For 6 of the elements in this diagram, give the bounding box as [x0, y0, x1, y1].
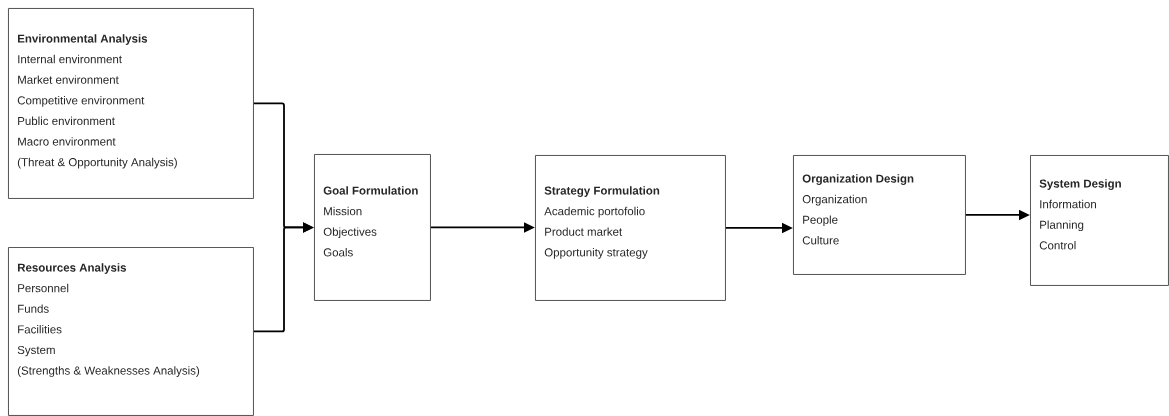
process-box: Goal Formulation Mission Objectives Goals	[314, 154, 431, 301]
process-box: Organization Design Organization People Culture	[793, 155, 966, 275]
process-box: System Design Information Planning Control	[1030, 155, 1169, 286]
process-box: Environmental Analysis Internal environment Market environment Competitive environment Public environment Macro environment (Threat & Opportunity Analysis)	[8, 8, 254, 199]
process-box: Resources Analysis Personnel Funds Facilities System (Strengths & Weaknesses Analysis)	[8, 247, 254, 416]
process-box: Strategy Formulation Academic portofolio Product market Opportunity strategy	[535, 155, 726, 301]
